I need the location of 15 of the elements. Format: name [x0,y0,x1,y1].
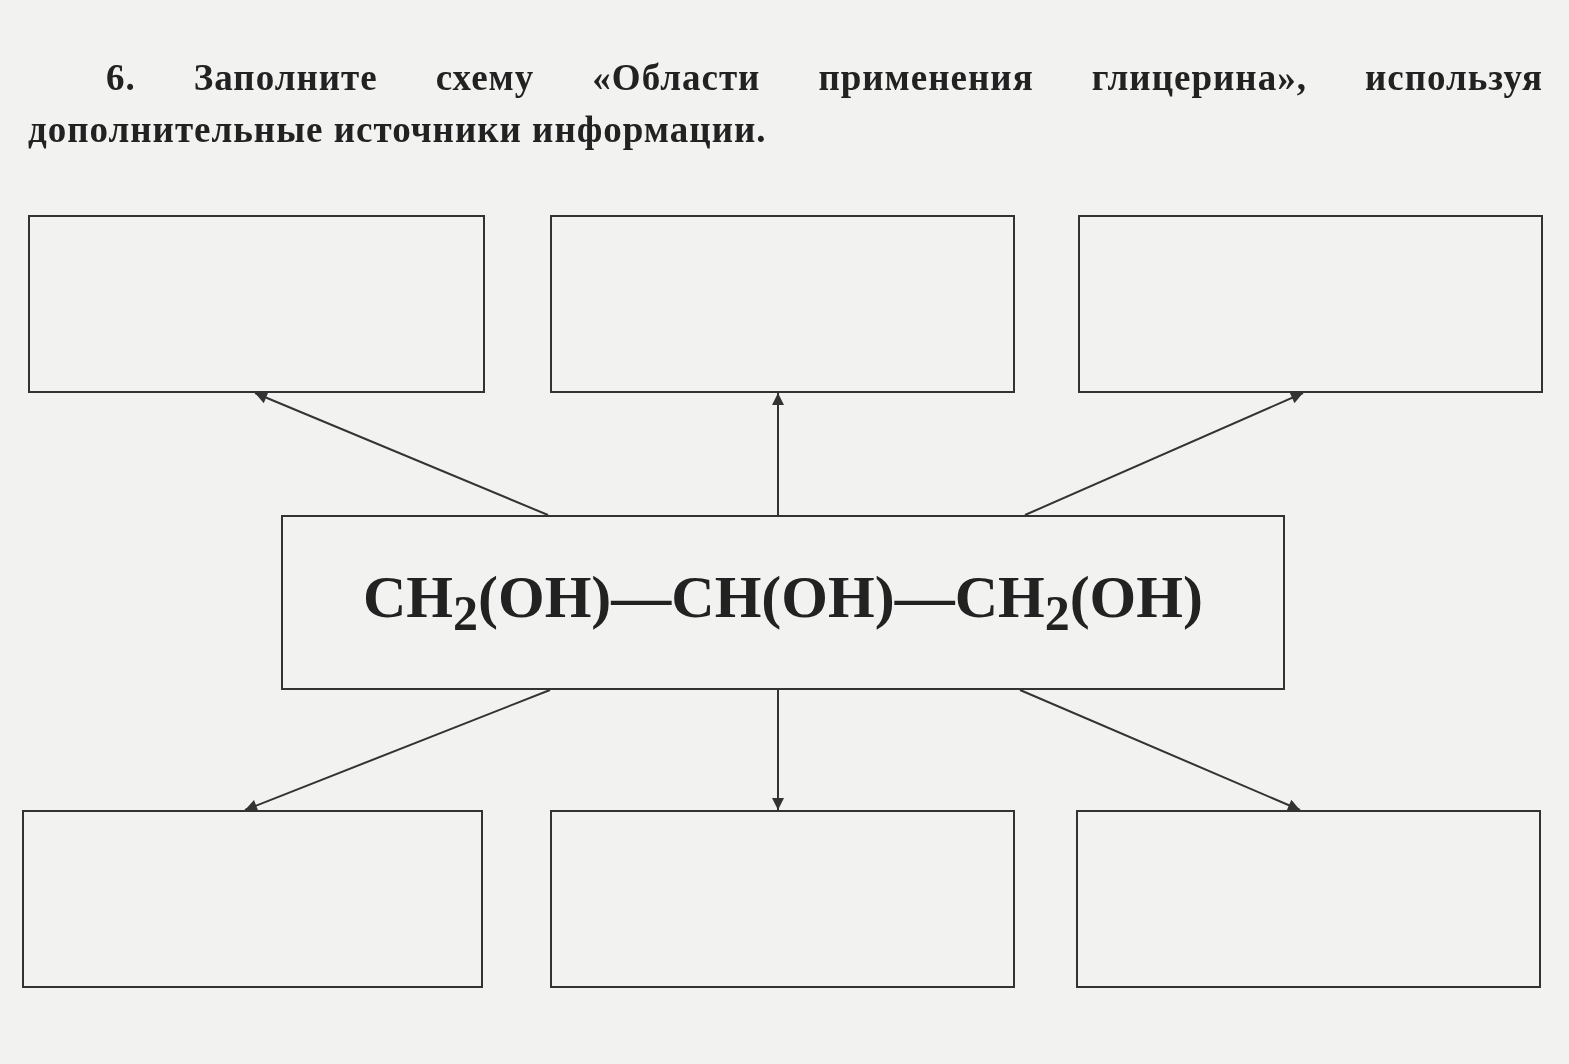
arrow [772,689,784,811]
arrow [1019,689,1301,811]
arrow [244,689,551,812]
answer-box [550,215,1015,393]
task-text: 6. Заполните схему «Области применения глицерина», используя дополнительные источники информации. [28,56,1543,152]
answer-box [22,810,483,988]
answer-box [28,215,485,393]
answer-box [1076,810,1541,988]
formula-text: CH$_{2}$(OH)—CH(OH)—CH$_{2}$(OH) [363,563,1203,642]
answer-box [550,810,1015,988]
formula-box [281,515,1285,690]
arrow [1024,392,1304,516]
answer-box [1078,215,1543,393]
arrow [772,392,784,516]
arrow [254,392,549,516]
